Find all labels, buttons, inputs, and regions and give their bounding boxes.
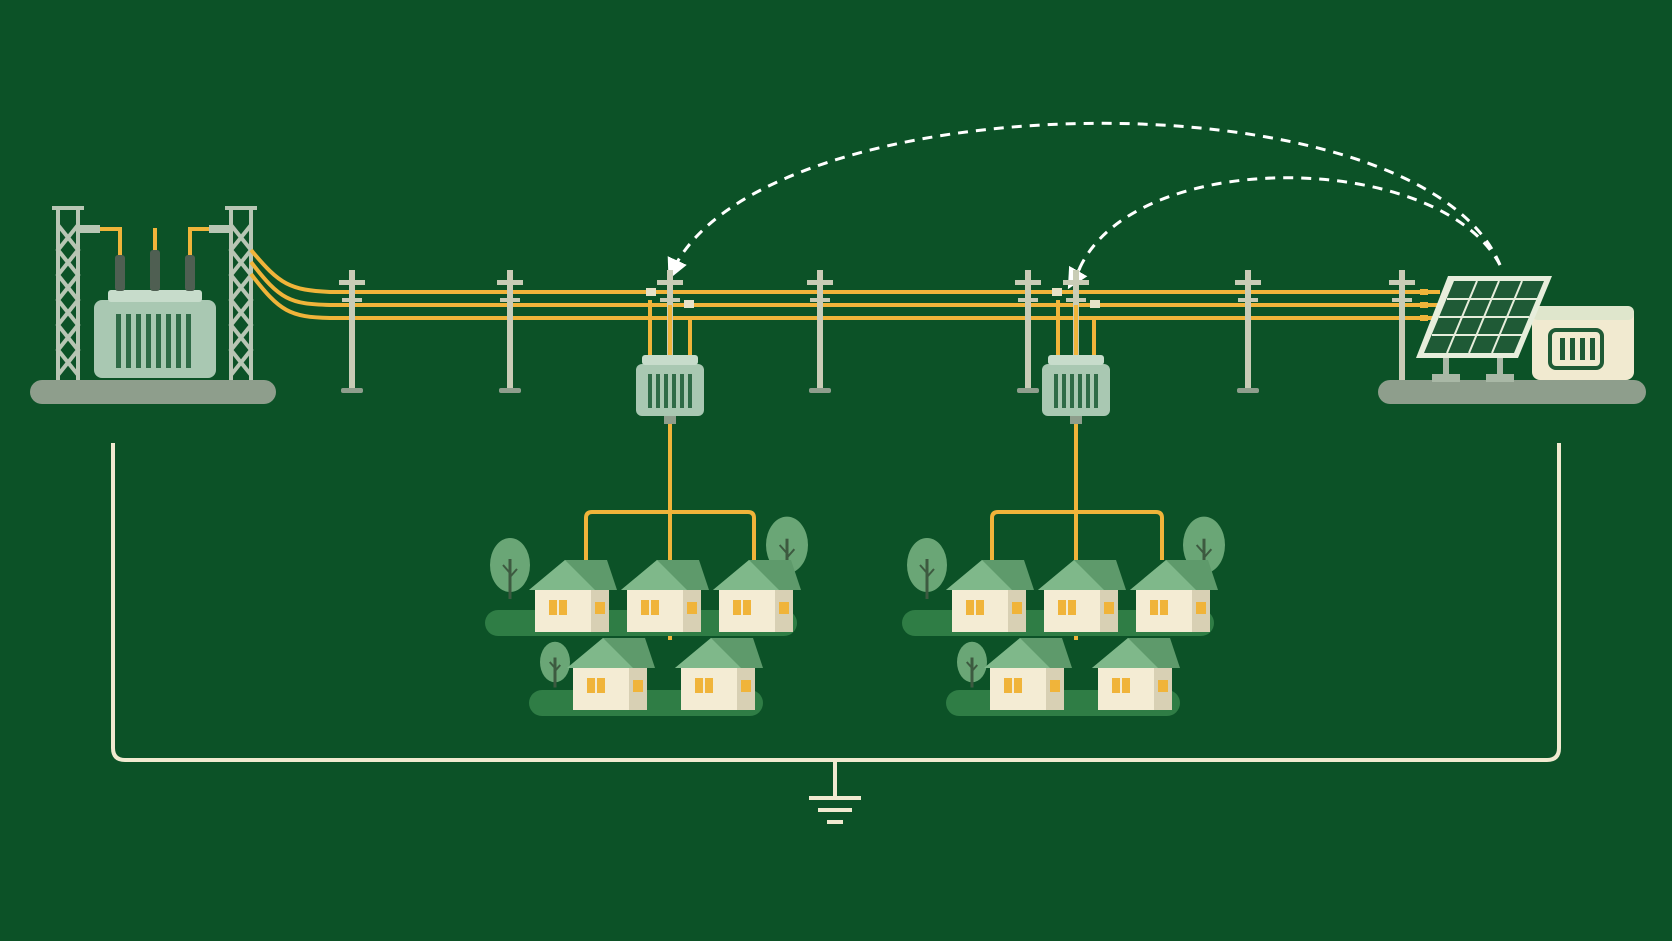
houses-icon (902, 516, 1225, 716)
tree-icon (490, 538, 530, 599)
dashed-arrow-to-transformer-2 (1067, 176, 1502, 290)
houses-icon (485, 516, 808, 716)
tree-icon (907, 538, 947, 599)
utility-pole-icon (807, 270, 833, 393)
utility-pole-icon (339, 270, 365, 393)
house-icon (621, 560, 709, 632)
house-icon (567, 638, 655, 710)
utility-pole-icon (1015, 270, 1041, 393)
house-icon (675, 638, 763, 710)
utility-pole-icon (497, 270, 523, 393)
pole-transformer-icon (1042, 300, 1110, 424)
solar-panel-battery-icon (1378, 276, 1646, 404)
three-phase-line (249, 248, 1440, 320)
house-icon (1130, 560, 1218, 632)
ground-return-loop (111, 443, 1561, 796)
utility-poles (339, 270, 1415, 393)
house-icon (946, 560, 1034, 632)
house-icon (529, 560, 617, 632)
house-icon (984, 638, 1072, 710)
utility-pole-icon (1235, 270, 1261, 393)
house-icon (713, 560, 801, 632)
utility-pole-icon (1389, 270, 1415, 393)
solar-panel-icon (1416, 276, 1552, 382)
dashed-arrow-to-transformer-1 (667, 121, 1502, 280)
substation-transformer-icon (30, 206, 276, 404)
tree-icon (540, 641, 570, 688)
battery-icon (1548, 328, 1604, 370)
ground-symbol-icon (809, 796, 861, 824)
tree-icon (957, 641, 987, 688)
house-icon (1092, 638, 1180, 710)
house-icon (1038, 560, 1126, 632)
pole-transformer-icon (636, 300, 704, 424)
